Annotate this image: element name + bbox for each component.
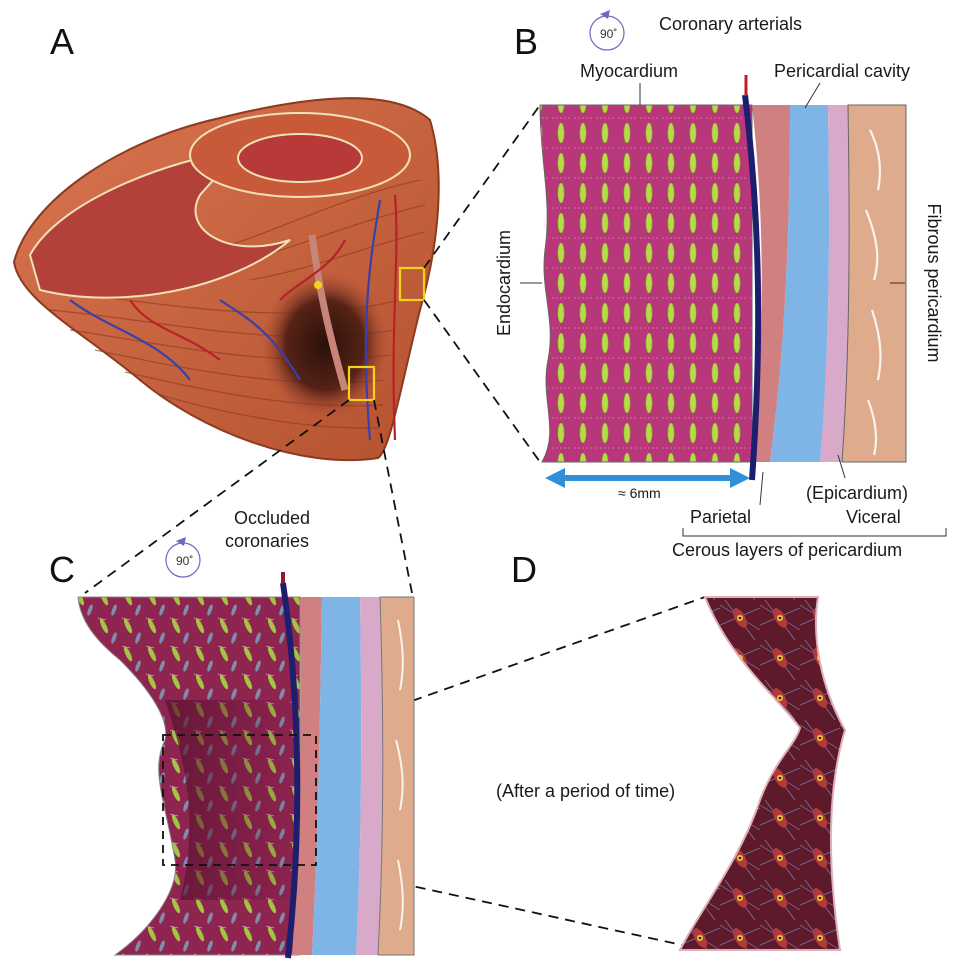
- rotate-icon-c: 90˚: [166, 537, 200, 577]
- label-viceral: Viceral: [846, 507, 901, 527]
- label-after-time: (After a period of time): [496, 781, 675, 801]
- label-fibrous-pericardium: Fibrous pericardium: [924, 203, 944, 362]
- scar-tissue: [680, 597, 845, 950]
- fibrous-layer-c: [378, 597, 414, 955]
- label-parietal: Parietal: [690, 507, 751, 527]
- infarct-region: [260, 270, 390, 420]
- panel-label-c: C: [49, 549, 75, 590]
- right-ventricle-cavity: [238, 134, 362, 182]
- label-thickness: ≈ 6mm: [618, 485, 661, 501]
- svg-text:90˚: 90˚: [600, 27, 617, 41]
- healthy-wall-section: [520, 75, 946, 536]
- myocardium-layer: [540, 105, 752, 462]
- panel-label-a: A: [50, 21, 74, 62]
- svg-text:90˚: 90˚: [176, 554, 193, 568]
- damaged-wall-section: [78, 572, 414, 958]
- panel-label-b: B: [514, 21, 538, 62]
- label-myocardium: Myocardium: [580, 61, 678, 81]
- label-cerous-layers: Cerous layers of pericardium: [672, 540, 902, 560]
- label-coronaries: coronaries: [225, 531, 309, 551]
- label-occluded: Occluded: [234, 508, 310, 528]
- rotate-icon: 90˚: [590, 10, 624, 50]
- label-endocardium: Endocardium: [494, 230, 514, 336]
- panel-label-d: D: [511, 549, 537, 590]
- label-epicardium: (Epicardium): [806, 483, 908, 503]
- label-pericardial-cavity: Pericardial cavity: [774, 61, 910, 81]
- label-coronary-arterials: Coronary arterials: [659, 14, 802, 34]
- scar-tissue-section: [680, 597, 845, 950]
